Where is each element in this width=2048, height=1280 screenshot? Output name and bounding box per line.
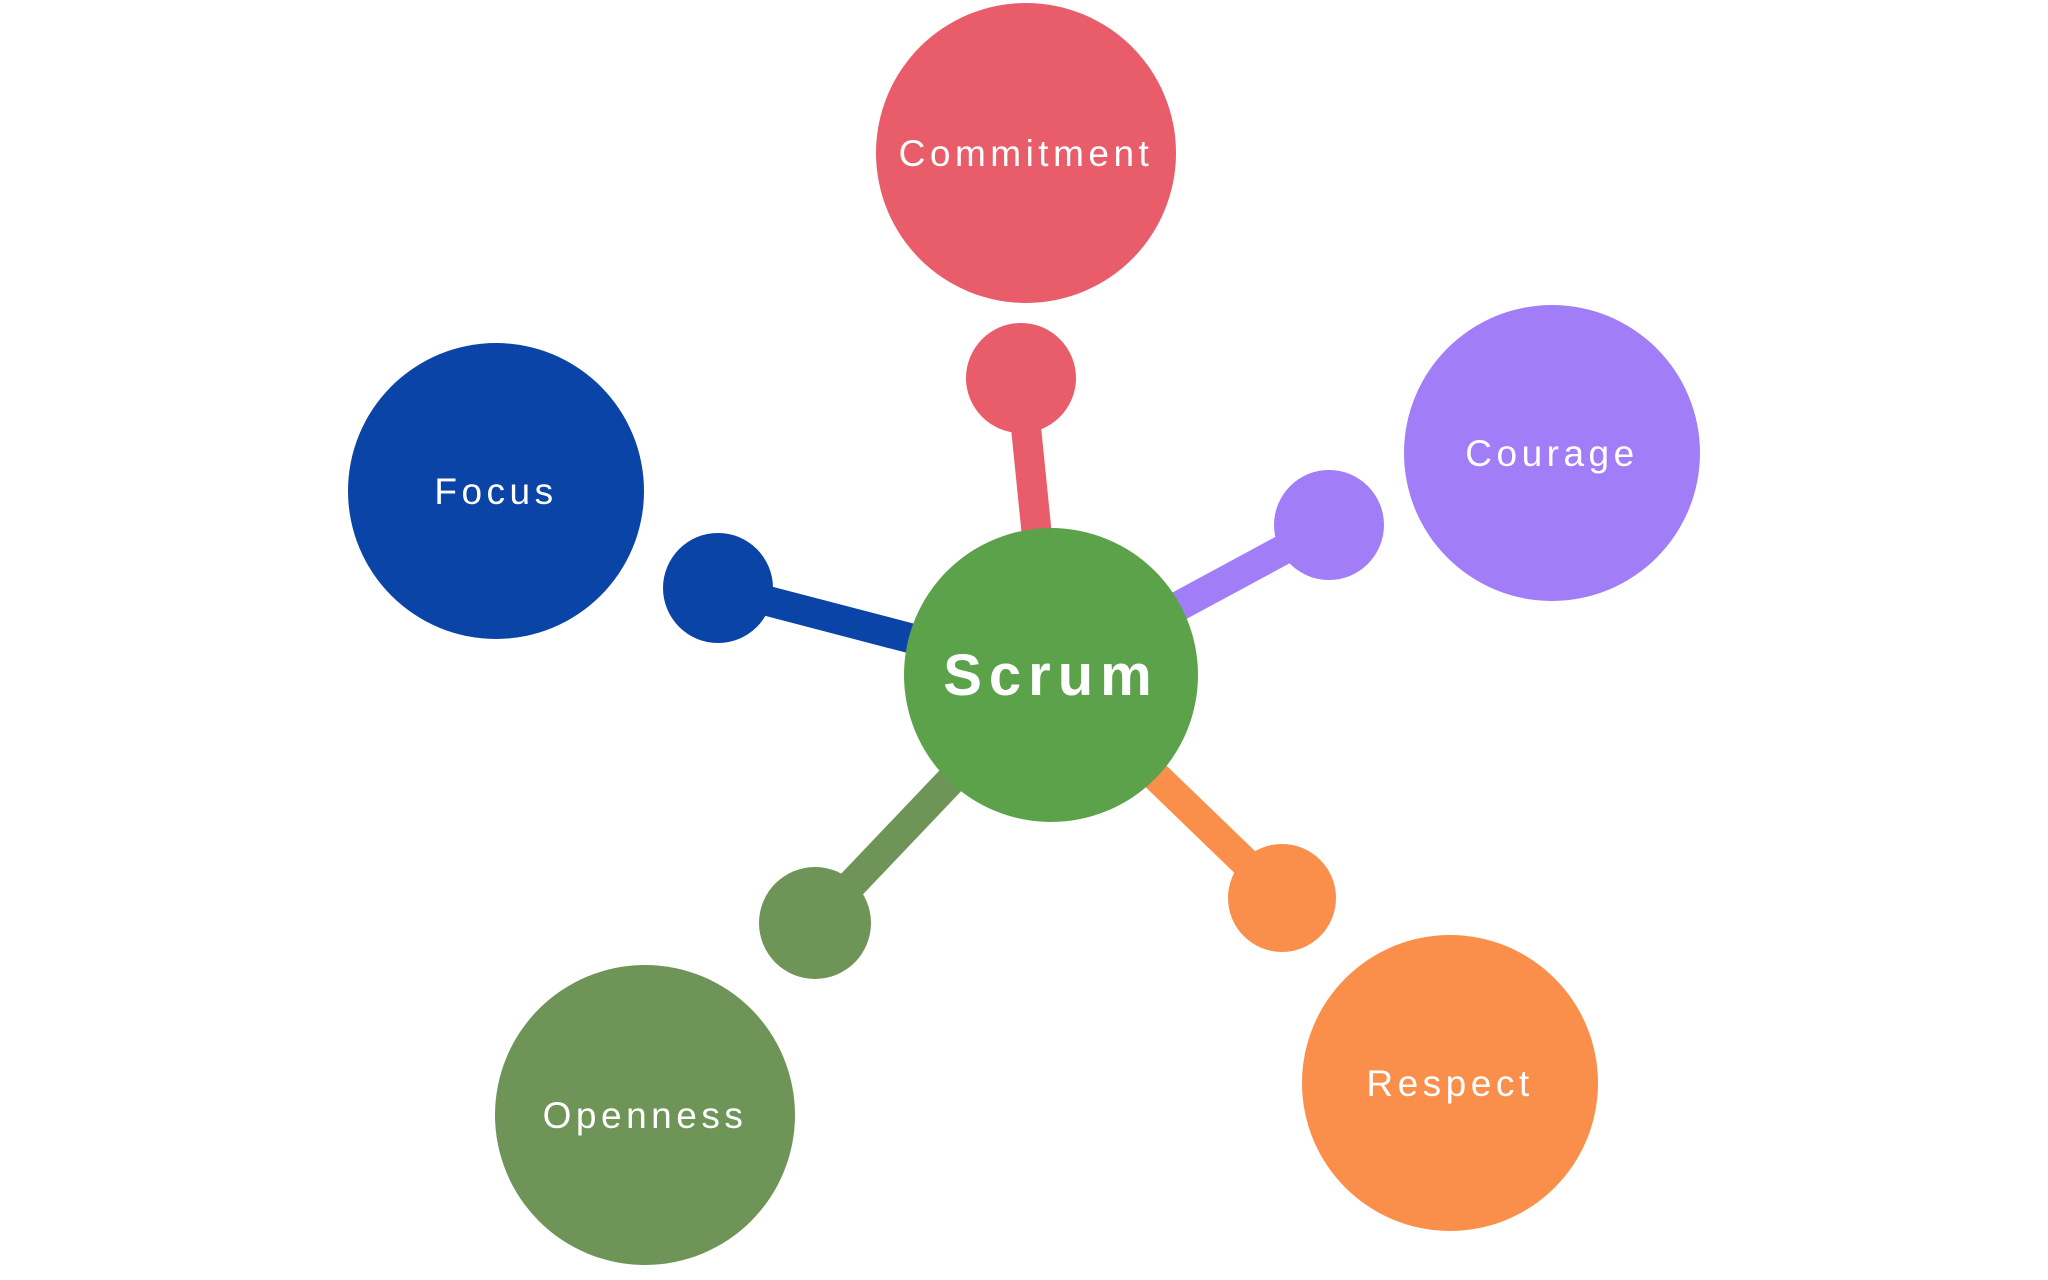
value-circle-focus	[348, 343, 644, 639]
value-label-commitment: Commitment	[899, 133, 1154, 174]
center-label-scrum: Scrum	[943, 643, 1159, 708]
connector-node-focus	[663, 533, 773, 643]
connector-node-courage	[1274, 470, 1384, 580]
value-label-focus: Focus	[434, 471, 557, 512]
value-circle-respect	[1302, 935, 1598, 1231]
value-circle-courage	[1404, 305, 1700, 601]
connector-node-openness	[759, 867, 871, 979]
value-label-courage: Courage	[1465, 433, 1638, 474]
value-circle-openness	[495, 965, 795, 1265]
value-label-openness: Openness	[543, 1095, 748, 1136]
center-circle-scrum	[904, 528, 1198, 822]
value-label-respect: Respect	[1366, 1063, 1533, 1104]
connector-node-respect	[1228, 844, 1336, 952]
connector-node-commitment	[966, 323, 1076, 433]
value-circle-commitment	[876, 3, 1176, 303]
